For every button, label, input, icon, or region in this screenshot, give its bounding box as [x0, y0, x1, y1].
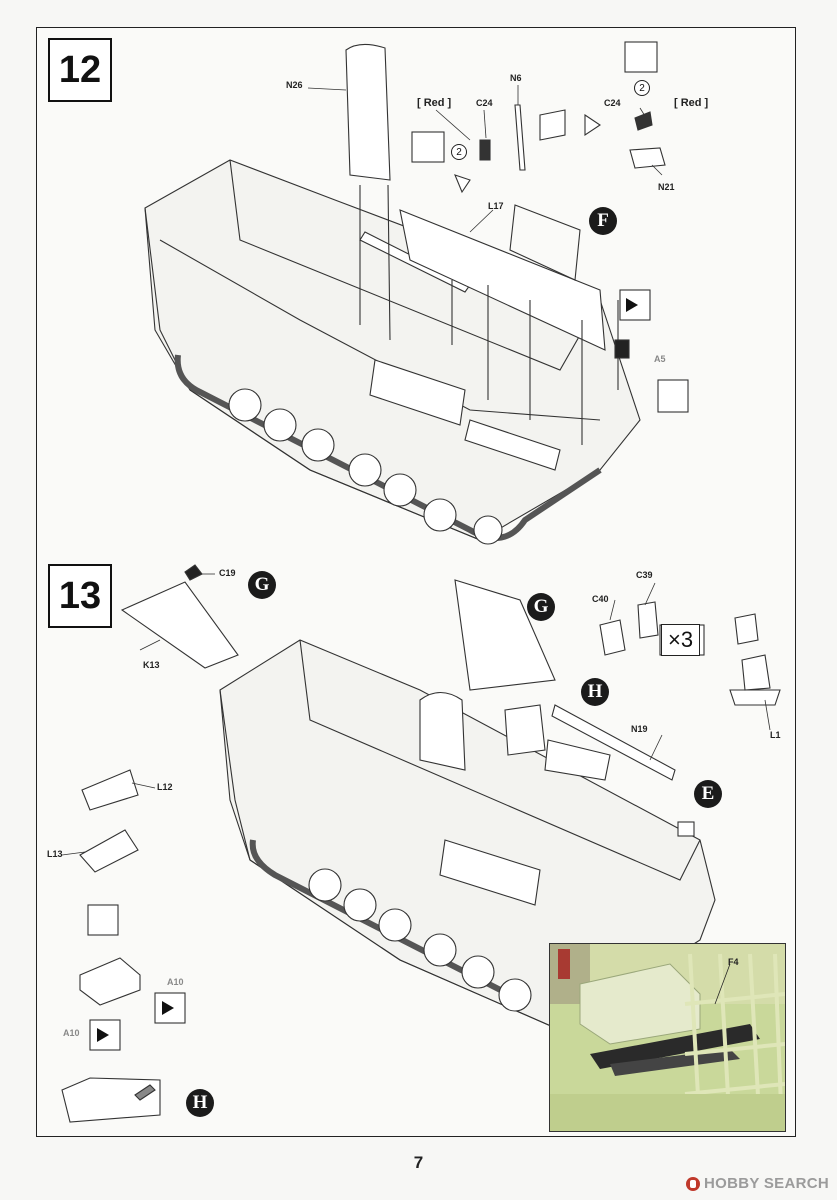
part-label-n6: N6 — [510, 73, 522, 83]
marker-g-top: G — [248, 571, 276, 599]
quantity-times-3: ×3 — [661, 624, 701, 656]
hobby-search-logo-icon — [685, 1176, 700, 1191]
page-number: 7 — [413, 1153, 424, 1172]
photo-label-f4: F4 — [728, 957, 739, 967]
part-label-l1: L1 — [770, 730, 781, 740]
part-label-a10-left: A10 — [63, 1028, 80, 1038]
marker-g-mid: G — [527, 593, 555, 621]
part-label-c24-right: C24 — [604, 98, 621, 108]
marker-e: E — [694, 780, 722, 808]
part-label-k13: K13 — [143, 660, 160, 670]
step-number-13: 13 — [48, 564, 112, 628]
part-label-l12: L12 — [157, 782, 173, 792]
marker-h-bottom: H — [186, 1089, 214, 1117]
part-label-c24-left: C24 — [476, 98, 493, 108]
quantity-2-right: 2 — [634, 80, 650, 96]
part-label-n26: N26 — [286, 80, 303, 90]
part-label-c19: C19 — [219, 568, 236, 578]
paint-note-red-left: [ Red ] — [417, 97, 452, 109]
part-label-c39: C39 — [636, 570, 653, 580]
part-label-n21: N21 — [658, 182, 675, 192]
marker-h-mid: H — [581, 678, 609, 706]
part-label-n19: N19 — [631, 724, 648, 734]
paint-note-red-right: [ Red ] — [674, 97, 709, 109]
marker-f: F — [589, 207, 617, 235]
quantity-2-left: 2 — [451, 144, 467, 160]
watermark-text: HOBBY SEARCH — [703, 1175, 829, 1192]
part-label-l13: L13 — [47, 849, 63, 859]
part-label-a10-right: A10 — [167, 977, 184, 987]
hobby-search-watermark: HOBBY SEARCH — [685, 1175, 829, 1192]
reference-photo-image — [550, 944, 785, 1131]
part-label-c40: C40 — [592, 594, 609, 604]
step-number-12: 12 — [48, 38, 112, 102]
part-label-a5: A5 — [654, 354, 666, 364]
reference-photo: F4 — [549, 943, 786, 1132]
part-label-l17: L17 — [488, 201, 504, 211]
